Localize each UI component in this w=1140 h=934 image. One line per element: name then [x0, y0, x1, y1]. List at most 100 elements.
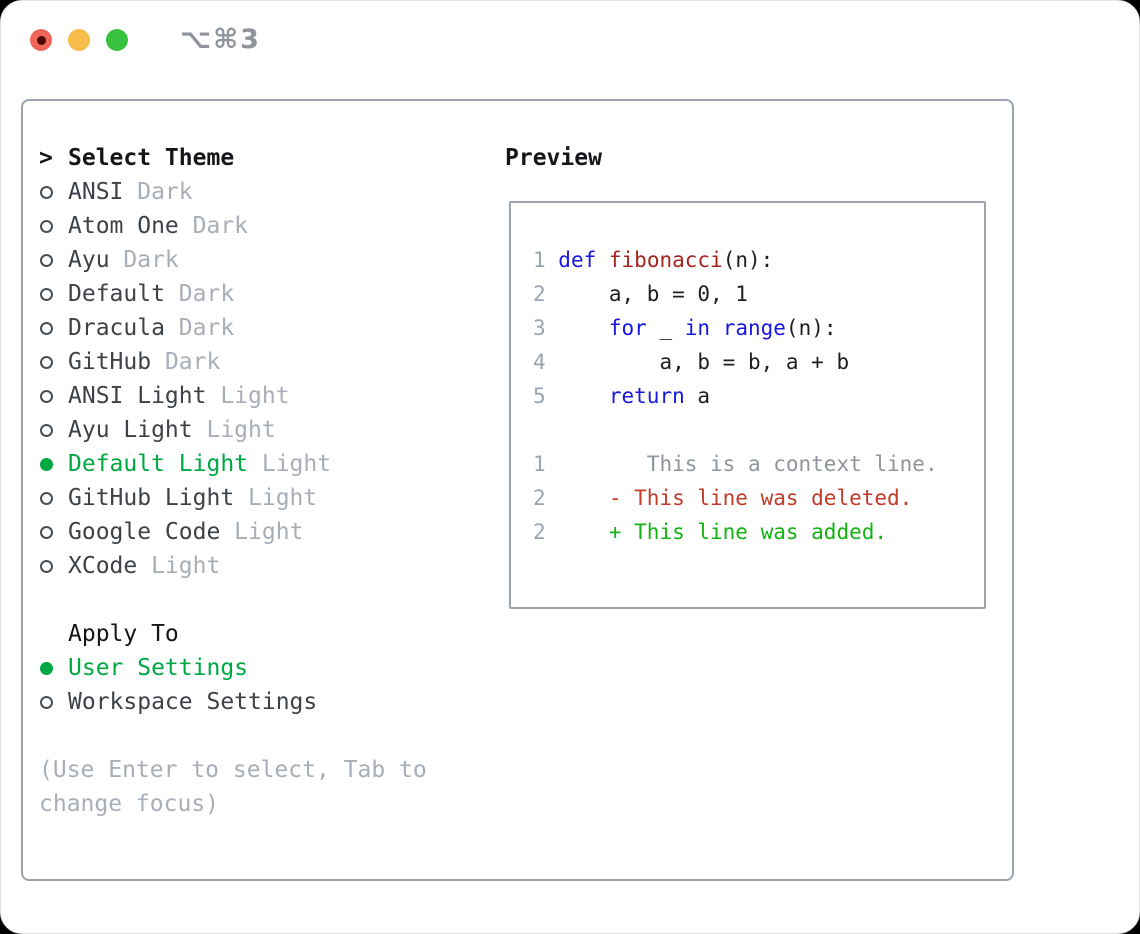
theme-variant-label: Dark [151, 349, 221, 375]
code-token-keyword: return [608, 384, 685, 408]
spacer [39, 719, 489, 753]
apply-option-workspace-settings[interactable]: Workspace Settings [39, 685, 489, 719]
preview-code-line: 1 This is a context line. [533, 447, 984, 481]
apply-option-user-settings[interactable]: User Settings [39, 651, 489, 685]
code-token-function: fibonacci [608, 248, 723, 272]
radio-icon [40, 389, 53, 403]
line-number: 1 [533, 248, 559, 272]
apply-to-header: Apply To [39, 617, 489, 651]
theme-option-ansi-label: ANSI [68, 179, 124, 205]
code-token-plain: _ [646, 316, 685, 340]
theme-variant-label: Light [137, 553, 221, 579]
marker-cell [39, 457, 68, 471]
code-token-plain [710, 316, 723, 340]
preview-code-line: 2 - This line was deleted. [533, 481, 984, 515]
code-token-plain: (n): [785, 316, 837, 340]
theme-variant-label: Light [248, 451, 332, 477]
theme-option-google-code[interactable]: Google Code Light [39, 515, 489, 549]
marker-cell [39, 287, 68, 301]
theme-option-default-light-label: Default Light [68, 451, 249, 477]
marker-cell [39, 219, 68, 233]
line-number: 5 [533, 384, 559, 408]
code-token-plain [596, 248, 609, 272]
theme-variant-label: Light [192, 417, 276, 443]
line-number: 1 [533, 452, 546, 476]
theme-option-default-light[interactable]: Default Light Light [39, 447, 489, 481]
marker-cell [39, 355, 68, 369]
keyboard-hint-line-1-label: (Use Enter to select, Tab to [39, 757, 427, 783]
marker-cell [39, 423, 68, 437]
theme-variant-label: Light [220, 519, 304, 545]
theme-option-github[interactable]: GitHub Dark [39, 345, 489, 379]
preview-code-line: 5 return a [533, 379, 984, 413]
theme-variant-label: Dark [123, 179, 193, 205]
marker-cell [39, 525, 68, 539]
theme-variant-label: Dark [109, 247, 179, 273]
apply-option-user-settings-label: User Settings [68, 655, 249, 681]
theme-option-ayu[interactable]: Ayu Dark [39, 243, 489, 277]
radio-icon [40, 321, 53, 335]
theme-variant-label: Dark [178, 213, 249, 239]
preview-code-line: 2 a, b = 0, 1 [533, 277, 984, 311]
line-number: 2 [533, 282, 559, 306]
select-theme-header-label: Select Theme [68, 145, 235, 171]
radio-icon [40, 525, 53, 539]
marker-cell: > [39, 145, 68, 171]
marker-cell [39, 321, 68, 335]
window-titlebar: ⌥⌘3 [30, 26, 261, 53]
preview-title: Preview [505, 145, 602, 171]
theme-option-dracula[interactable]: Dracula Dark [39, 311, 489, 345]
preview-code-line: 2 + This line was added. [533, 515, 984, 549]
zoom-button[interactable] [106, 29, 128, 51]
code-token-plain: a [684, 384, 711, 408]
marker-cell [39, 185, 68, 199]
focus-chevron-icon: > [39, 145, 53, 171]
theme-option-default[interactable]: Default Dark [39, 277, 489, 311]
theme-option-ayu-label: Ayu [68, 247, 110, 273]
line-number: 4 [533, 350, 559, 374]
code-token-keyword: for [608, 316, 647, 340]
theme-option-xcode[interactable]: XCode Light [39, 549, 489, 583]
spacer [39, 583, 489, 617]
close-button[interactable] [30, 29, 52, 51]
theme-option-atom-one[interactable]: Atom One Dark [39, 209, 489, 243]
select-theme-header: > Select Theme [39, 141, 489, 175]
theme-option-google-code-label: Google Code [68, 519, 221, 545]
theme-variant-label: Dark [164, 315, 235, 341]
marker-cell [39, 695, 68, 709]
code-token-plain [558, 384, 609, 408]
code-token-keyword: in [684, 316, 711, 340]
theme-variant-label: Dark [164, 281, 235, 307]
theme-option-github-light-label: GitHub Light [68, 485, 235, 511]
code-token-keyword: def [558, 248, 597, 272]
apply-option-workspace-settings-label: Workspace Settings [68, 689, 318, 715]
code-token-plain: a, b = b, a + b [558, 350, 850, 374]
marker-cell [39, 559, 68, 573]
code-token-context: This is a context line. [545, 452, 938, 476]
theme-option-dracula-label: Dracula [68, 315, 165, 341]
marker-cell [39, 661, 68, 675]
keyboard-hint-line-2-label: change focus) [39, 791, 220, 817]
marker-cell [39, 491, 68, 505]
theme-option-github-light[interactable]: GitHub Light Light [39, 481, 489, 515]
theme-option-ayu-light[interactable]: Ayu Light Light [39, 413, 489, 447]
preview-code-line: 1 def fibonacci(n): [533, 243, 984, 277]
theme-variant-label: Light [206, 383, 290, 409]
keyboard-hint-line-2: change focus) [39, 787, 489, 821]
radio-selected-icon [40, 661, 53, 675]
apply-to-header-label: Apply To [68, 621, 179, 647]
radio-icon [40, 559, 53, 573]
theme-option-xcode-label: XCode [68, 553, 138, 579]
preview-blank-line [533, 413, 984, 447]
theme-option-ansi-light[interactable]: ANSI Light Light [39, 379, 489, 413]
marker-cell [39, 253, 68, 267]
radio-icon [40, 219, 53, 233]
theme-option-atom-one-label: Atom One [68, 213, 179, 239]
minimize-button[interactable] [68, 29, 90, 51]
preview-code-line: 3 for _ in range(n): [533, 311, 984, 345]
theme-option-ansi[interactable]: ANSI Dark [39, 175, 489, 209]
